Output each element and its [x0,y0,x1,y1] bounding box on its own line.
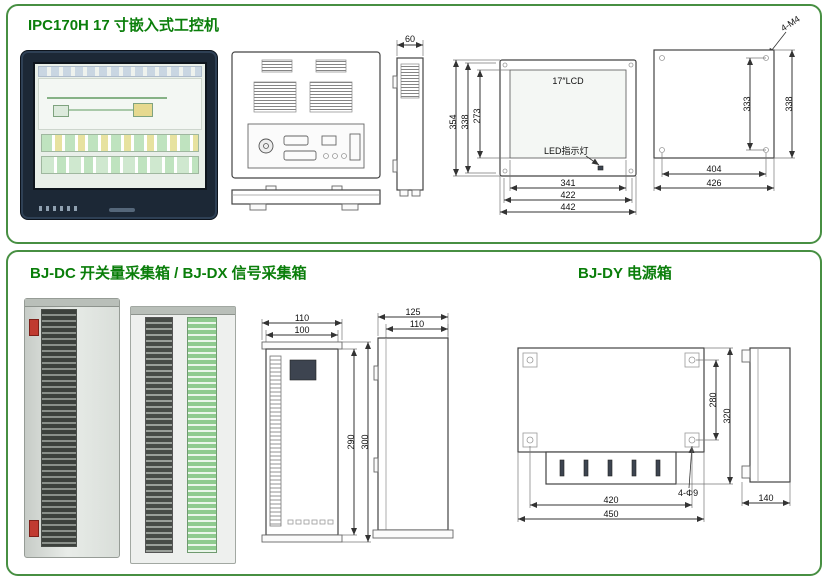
pc-screen-toolbar [38,66,202,77]
panel-ipc170h: IPC170H 17 寸嵌入式工控机 [6,4,822,244]
dim-label-110: 110 [295,314,309,323]
dim-label-290: 290 [346,434,356,449]
pc-screen-diagram [38,78,202,130]
power-front-view: 280 320 4-Φ9 420 450 [500,332,740,537]
dim-label-140: 140 [758,493,773,503]
pc-screen [33,62,207,190]
dim-label-100: 100 [294,325,309,335]
collector-front-view: 110 100 [254,313,374,567]
dim-height-354: 354 [448,59,500,177]
collector-side-body [372,337,454,539]
dim-height-320: 320 [676,347,733,485]
collector-side-view: 125 110 [368,307,458,567]
terminal-strip-green [187,317,217,553]
panel-bj-boxes: BJ-DC 开关量采集箱 / BJ-DX 信号采集箱 BJ-DY 电源箱 [6,250,822,576]
dim-holes-404: 404 [661,153,767,177]
dim-label-338: 338 [460,114,470,129]
dim-height-338b: 338 [774,49,795,159]
terminal-strip-dark [145,317,173,553]
power-front-body [517,347,705,485]
dim-label-125: 125 [405,308,420,317]
back-connector-area [247,123,365,169]
pc-screen-table-row [41,156,199,174]
ipc-section-title: IPC170H 17 寸嵌入式工控机 [28,17,219,34]
dim-label-110b: 110 [410,319,424,329]
dim-holes-420: 420 [529,446,693,508]
cabinet-cap [131,307,235,315]
holes-label: 4-Φ9 [678,488,698,498]
dim-height-300: 300 [342,341,371,543]
dim-width-422: 422 [503,178,633,203]
dim-label-426: 426 [706,178,721,188]
dim-depth-110b: 110 [385,319,449,338]
ipc-cutout-view: 4-M4 333 338 [640,12,820,217]
diagram-line [47,97,167,99]
dim-label-420: 420 [603,495,618,505]
dim-holes-333: 333 [742,57,766,151]
dim-label-273: 273 [472,108,482,123]
red-latch [29,520,39,537]
dim-label-450: 450 [603,509,618,519]
dim-depth-60: 60 [396,34,424,56]
dim-width-442: 442 [499,176,637,215]
cabinet-cap [25,299,119,307]
dim-label-338b: 338 [784,96,794,111]
dim-label-333: 333 [742,96,752,111]
dim-holes-280: 280 [696,359,719,441]
ipc-back-view [226,48,386,233]
pc-brand-mark [109,208,135,212]
pc-screen-table-row [41,134,199,152]
power-side-view: 140 [724,332,818,537]
dim-width-426: 426 [653,158,775,191]
diagram-block [133,103,153,117]
panel-pc-photo [20,50,218,220]
dim-label-300: 300 [360,434,370,449]
led-indicator-callout: LED指示灯 [544,145,604,171]
side-view-body [392,57,424,197]
dim-height-273: 273 [472,69,510,159]
holes-callout: 4-Φ9 [678,445,698,498]
dim-width-110: 110 [261,313,343,340]
collector-section-title: BJ-DC 开关量采集箱 / BJ-DX 信号采集箱 [30,265,307,282]
dim-depth-140: 140 [741,482,791,506]
dim-height-338: 338 [460,62,496,174]
dim-height-290: 290 [338,348,357,536]
dim-width-341: 341 [509,160,627,191]
lcd-size-label: 17″LCD [552,76,584,86]
red-latch [29,319,39,336]
top-view-strip [231,185,381,211]
diagram-block [53,105,69,117]
cutout-body [653,49,775,159]
back-view-body [231,51,381,179]
dim-label-442: 442 [560,202,575,212]
dim-label-320: 320 [722,408,732,423]
power-section-title: BJ-DY 电源箱 [578,265,672,282]
dim-label-60: 60 [405,34,415,44]
collector-box-photo-1 [24,298,120,558]
dim-label-341: 341 [560,178,575,188]
dim-label-280: 280 [708,392,718,407]
terminal-strip [41,309,77,547]
diagram-line [69,109,149,111]
front-view-body: 17″LCD [499,59,637,177]
dim-width-450: 450 [517,452,705,522]
collector-box-photo-2 [130,306,236,564]
ipc-front-view: 17″LCD LED指示灯 354 338 [448,46,648,231]
dim-label-404: 404 [706,164,721,174]
power-side-body [741,347,791,483]
led-label: LED指示灯 [544,145,589,156]
led-dot [597,165,604,171]
ipc-side-view: 60 [384,32,436,233]
screws-callout: 4-M4 [767,14,802,56]
collector-front-body [261,341,343,543]
dim-label-354: 354 [448,114,458,129]
screws-label: 4-M4 [779,14,802,34]
dim-label-422: 422 [560,190,575,200]
pc-front-leds [39,206,81,211]
